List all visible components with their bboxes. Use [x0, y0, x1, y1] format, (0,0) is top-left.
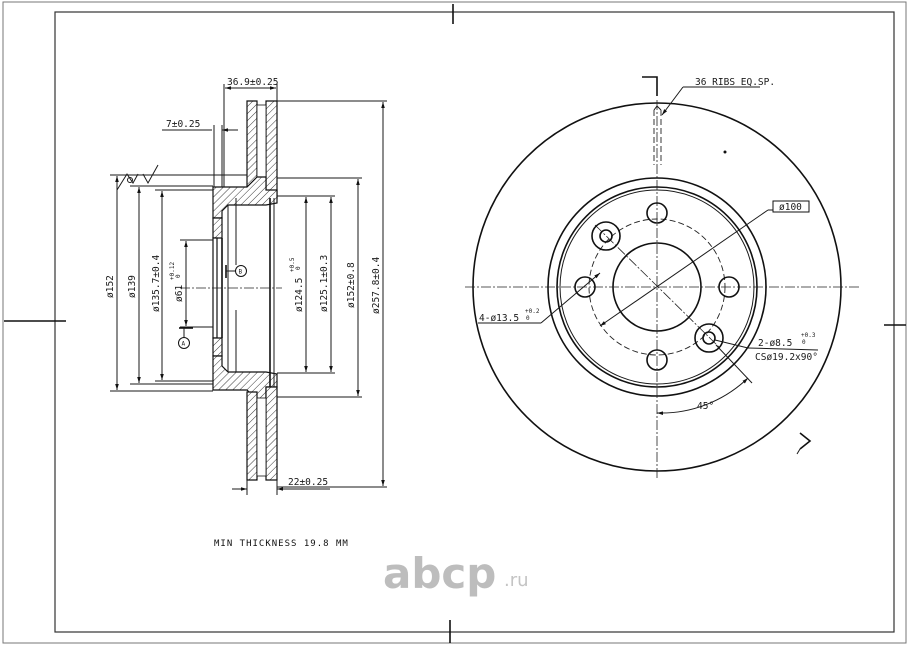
- dim-124-5-tol-lower: 0: [295, 266, 302, 270]
- dim-22: 22±0.25: [288, 477, 328, 488]
- dim-61-tol-upper: +0.12: [169, 262, 176, 280]
- bolt-hole-bottom: [646, 349, 668, 371]
- dim-152-right: ø152±0.8: [346, 262, 357, 308]
- locating-holes-tol-upper: +0.3: [801, 332, 816, 339]
- dim-61: ø61: [174, 285, 185, 302]
- countersink-note: CSø19.2x90°: [755, 352, 818, 363]
- dim-152: ø152: [105, 275, 116, 298]
- datum-b-marker: [235, 265, 247, 277]
- watermark: abcp .ru: [383, 549, 529, 598]
- datum-a-label: A: [182, 341, 186, 348]
- bolt-holes-tol-upper: +0.2: [525, 308, 540, 315]
- face-view: 36 RIBS EQ.SP. ø100 4-ø13.5 +0.2 0 2-ø8.…: [465, 76, 860, 478]
- locating-holes-note: 2-ø8.5: [758, 338, 792, 349]
- vent-channel-top: [256, 104, 267, 186]
- locating-hole-2-cs: [694, 323, 724, 353]
- section-arrow-bottom: [799, 432, 812, 450]
- dim-36-9: 36.9±0.25: [227, 77, 278, 88]
- dim-257-8: ø257.8±0.4: [371, 257, 382, 314]
- dim-125-1: ø125.1±0.3: [319, 255, 330, 312]
- section-view: ø152 ø139 ø135.7±0.4 ø61 +0.12 0 ø124.5 …: [105, 77, 387, 495]
- angle-label: 45°: [697, 401, 714, 412]
- dim-61-tol-lower: 0: [175, 274, 182, 278]
- inner-border: [54, 11, 895, 633]
- locating-hole-2: [702, 331, 716, 345]
- angle-arc: [656, 377, 749, 415]
- dim-139: ø139: [127, 275, 138, 298]
- hat-wall-top: [212, 217, 223, 239]
- bolt-holes-note: 4-ø13.5: [479, 313, 519, 324]
- bolt-hole-top: [646, 202, 668, 224]
- min-thickness-note: MIN THICKNESS 19.8 MM: [214, 539, 349, 549]
- bolt-hole-left: [574, 276, 596, 298]
- cheek-right-bottom: [265, 386, 278, 481]
- bolt-holes-tol-lower: 0: [526, 315, 530, 322]
- ribs-note: 36 RIBS EQ.SP.: [695, 77, 775, 88]
- cheek-left-top: [246, 100, 258, 191]
- bolt-hole-right: [718, 276, 740, 298]
- locating-holes-tol-lower: 0: [802, 339, 806, 346]
- locating-hole-1: [599, 229, 613, 243]
- locating-hole-1-cs: [591, 221, 621, 251]
- cheek-right-top: [265, 100, 278, 199]
- watermark-brand: abcp: [383, 549, 496, 598]
- hat-wall-bottom: [212, 337, 223, 357]
- pcd-box: [772, 200, 810, 213]
- cheek-left-bottom: [246, 391, 258, 481]
- dim-124-5-tol-upper: +0.5: [289, 257, 296, 272]
- surface-finish-symbols: [116, 164, 159, 191]
- section-arrow-top: [642, 76, 658, 96]
- rib-slot: [653, 105, 662, 165]
- datum-b-label: B: [239, 269, 243, 276]
- dim-7: 7±0.25: [166, 119, 200, 130]
- watermark-tld: .ru: [504, 570, 529, 591]
- pcd-label: ø100: [779, 202, 802, 213]
- dim-135-7: ø135.7±0.4: [151, 255, 162, 312]
- dim-124-5: ø124.5: [294, 278, 305, 312]
- datum-a-marker: [178, 337, 190, 349]
- vent-channel-bottom: [256, 397, 267, 477]
